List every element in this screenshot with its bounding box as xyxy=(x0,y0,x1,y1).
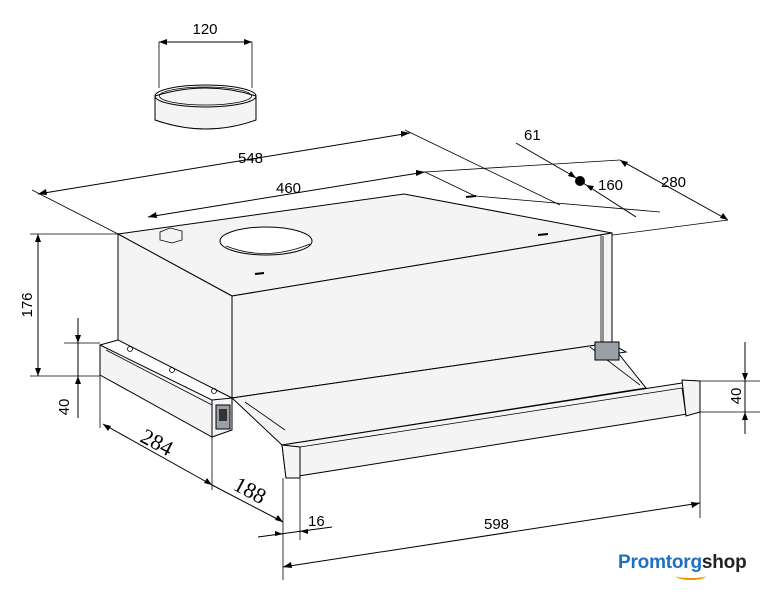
dim-slide-depth: 188 xyxy=(230,471,271,509)
dim-front-panel-height-left: 40 xyxy=(56,399,73,416)
dim-outlet-to-back: 160 xyxy=(598,177,623,194)
dim-line-548 xyxy=(37,132,411,195)
brand-logo-part1: Promtorg xyxy=(618,552,702,573)
dim-front-offset: 16 xyxy=(308,513,325,530)
dim-depth-inner: 460 xyxy=(276,180,301,197)
dim-outlet-offset: 61 xyxy=(524,127,541,144)
brand-logo-part2: shop xyxy=(701,552,747,573)
brand-swoosh-icon xyxy=(676,572,706,580)
dim-height-body: 176 xyxy=(19,292,36,317)
lower-frame xyxy=(99,339,701,479)
dim-line-460 xyxy=(147,171,426,218)
dim-duct-diameter: 120 xyxy=(192,21,217,38)
brand-logo[interactable]: Promtorgshop xyxy=(618,552,747,574)
dim-front-width: 598 xyxy=(484,516,509,533)
dim-width-top: 280 xyxy=(661,174,686,191)
dim-side-depth: 284 xyxy=(137,423,178,461)
duct-ring xyxy=(154,39,257,130)
dim-depth-total: 548 xyxy=(238,150,263,167)
dim-front-panel-height-right: 40 xyxy=(728,388,745,405)
